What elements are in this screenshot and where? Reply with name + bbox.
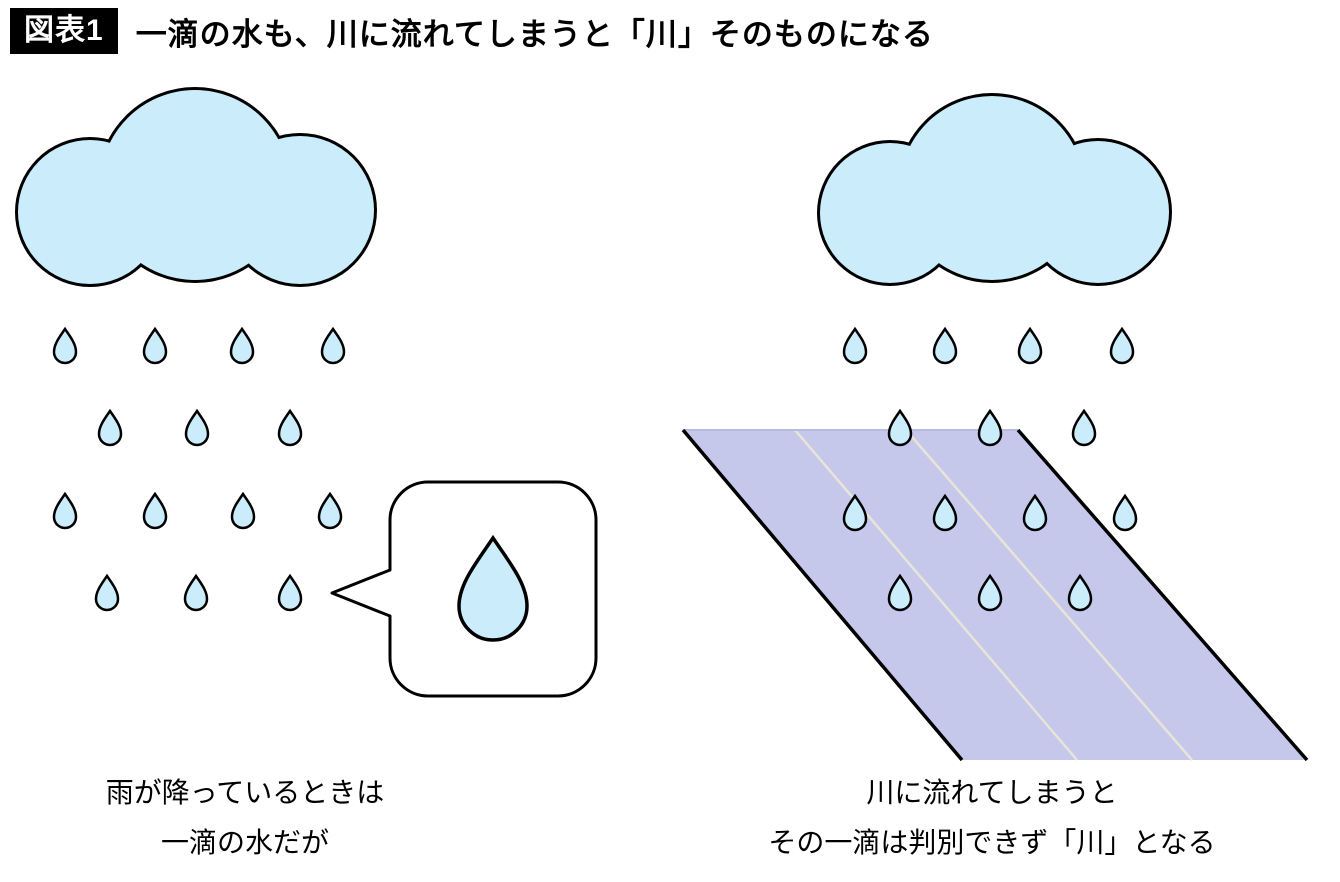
river-right-edge [1016, 428, 1309, 762]
left-caption-line2: 一滴の水だが [160, 827, 329, 859]
right-cloud-icon [817, 93, 1172, 286]
right-caption-line1: 川に流れてしまうと [866, 777, 1118, 808]
right-caption: 川に流れてしまうと その一滴は判別できず「川」となる [732, 768, 1252, 869]
figure-header: 図表1 一滴の水も、川に流れてしまうと「川」そのものになる [10, 8, 934, 54]
left-rain-icons [52, 327, 346, 612]
left-caption-line1: 雨が降っているときは [105, 777, 385, 808]
river-lane-lines [794, 429, 1193, 761]
river-left-edge [681, 428, 964, 762]
figure-badge: 図表1 [10, 8, 118, 54]
right-caption-line2: その一滴は判別できず「川」となる [768, 827, 1216, 859]
highlighted-drop-icon [457, 534, 529, 642]
left-caption: 雨が降っているときは 一滴の水だが [55, 768, 435, 869]
figure-title: 一滴の水も、川に流れてしまうと「川」そのものになる [135, 16, 934, 52]
left-cloud-icon [15, 87, 377, 287]
